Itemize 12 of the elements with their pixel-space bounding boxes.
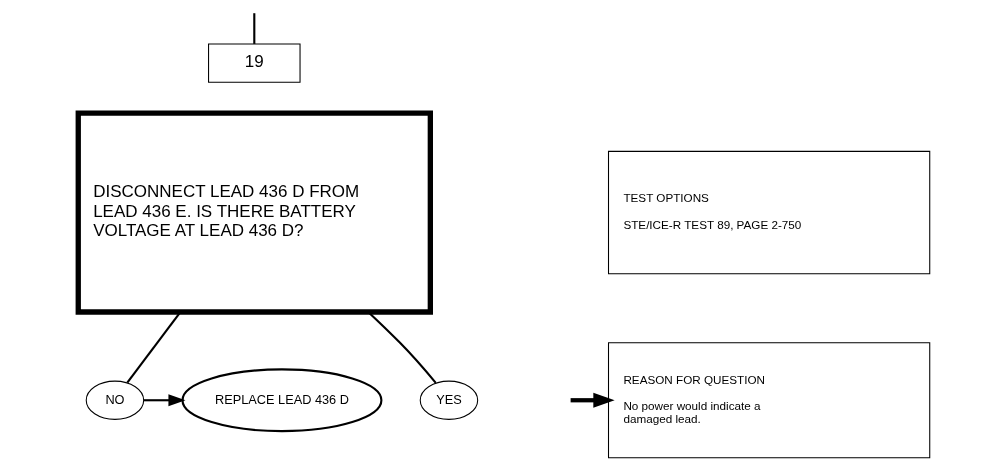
connector	[367, 311, 437, 384]
arrow	[570, 392, 615, 408]
node-ellipse: REPLACE LEAD 436 D	[180, 368, 382, 433]
node-box: REASON FOR QUESTION No power would indicate a damaged lead.	[607, 342, 930, 459]
node-ellipse: YES	[419, 380, 478, 420]
arrow	[143, 394, 185, 407]
node-box: TEST OPTIONS STE/ICE-R TEST 89, PAGE 2-750	[607, 150, 930, 275]
node-box: 19	[207, 43, 301, 83]
connector	[252, 13, 255, 44]
connector	[125, 311, 181, 384]
node-box: DISCONNECT LEAD 436 D FROM LEAD 436 E. IS THERE BATTERY VOLTAGE AT LEAD 436 D?	[75, 110, 433, 315]
node-ellipse: NO	[85, 380, 144, 420]
